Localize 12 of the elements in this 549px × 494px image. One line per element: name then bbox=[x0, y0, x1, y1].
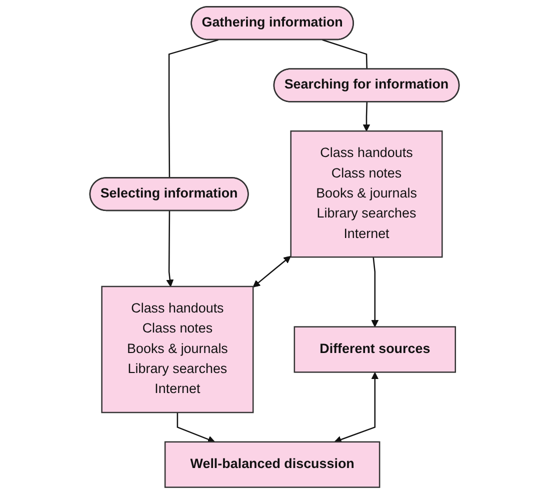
connector bbox=[168, 39, 218, 178]
arrow bbox=[252, 256, 291, 288]
arrow bbox=[362, 102, 370, 132]
node-box: Class handouts Class notes Books & journals Library searches Internet bbox=[290, 130, 443, 258]
arrow bbox=[166, 210, 174, 287]
arrow bbox=[371, 257, 379, 328]
arrow bbox=[176, 412, 216, 443]
connector bbox=[322, 39, 368, 70]
arrow bbox=[334, 372, 379, 444]
node-box: Different sources bbox=[294, 326, 456, 373]
node-box: Well-balanced discussion bbox=[164, 441, 380, 488]
node-box: Class handouts Class notes Books & journals Library searches Internet bbox=[101, 286, 254, 414]
